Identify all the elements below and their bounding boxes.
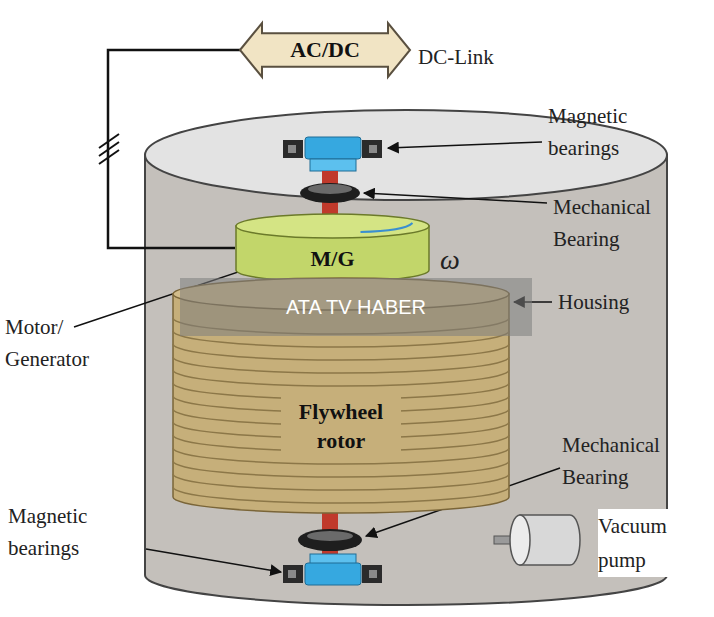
node-body: M/G <box>235 214 430 282</box>
bearing-magnet-core <box>288 145 296 153</box>
leader-line <box>146 549 281 572</box>
node-text: AC/DC <box>290 36 360 65</box>
rotor-lamination <box>173 474 509 490</box>
bearing-magnet <box>283 565 303 583</box>
part-label: Vacuum pump <box>598 509 698 577</box>
bearing-magnet <box>362 565 382 583</box>
part-label: Magnetic bearings <box>8 500 128 564</box>
magnetic-bearing <box>305 563 361 585</box>
leader-line <box>388 142 542 148</box>
magnetic-bearing <box>305 137 361 159</box>
leader-line <box>364 193 547 203</box>
bearing-magnet-core <box>369 570 377 578</box>
bearing-magnet-core <box>369 145 377 153</box>
part-label: Mechanical Bearing <box>562 429 712 493</box>
rotor-lamination <box>173 487 509 503</box>
bearing-magnet <box>283 140 303 158</box>
rotor-lamination <box>173 344 509 360</box>
part-label: Magnetic bearings <box>548 100 668 164</box>
double-arrow-shape <box>240 23 410 77</box>
mechanical-bearing <box>298 529 362 551</box>
part-label: Motor/ Generator <box>5 311 105 375</box>
magnetic-bearing <box>310 159 356 171</box>
mechanical-bearing <box>300 183 360 203</box>
motor-generator: M/G <box>235 214 430 282</box>
watermark-band <box>180 278 532 336</box>
speed-symbol: ω <box>440 244 480 276</box>
cylinder-top <box>236 214 429 238</box>
part-label: Housing <box>558 286 668 318</box>
node-text: Flywheel rotor <box>281 397 401 456</box>
node-text: M/G <box>311 245 355 274</box>
housing-body <box>145 155 667 605</box>
pump-face <box>510 515 530 565</box>
bus-label: DC-Link <box>418 41 538 73</box>
power-wire <box>108 50 240 248</box>
converter-arrow: AC/DC <box>240 22 410 78</box>
mechanical-bearing-race <box>307 531 353 541</box>
mechanical-bearing-race <box>308 184 352 194</box>
part-label: Mechanical Bearing <box>553 191 703 255</box>
rotor-lamination <box>173 370 509 386</box>
rotor-lamination <box>173 357 509 373</box>
rotor-lamination <box>173 461 509 477</box>
bearing-magnet-core <box>288 570 296 578</box>
watermark: ATA TV HABER <box>180 291 532 323</box>
node-body: AC/DC <box>240 22 410 78</box>
bearing-magnet <box>362 140 382 158</box>
rotation-arrow <box>361 223 413 232</box>
